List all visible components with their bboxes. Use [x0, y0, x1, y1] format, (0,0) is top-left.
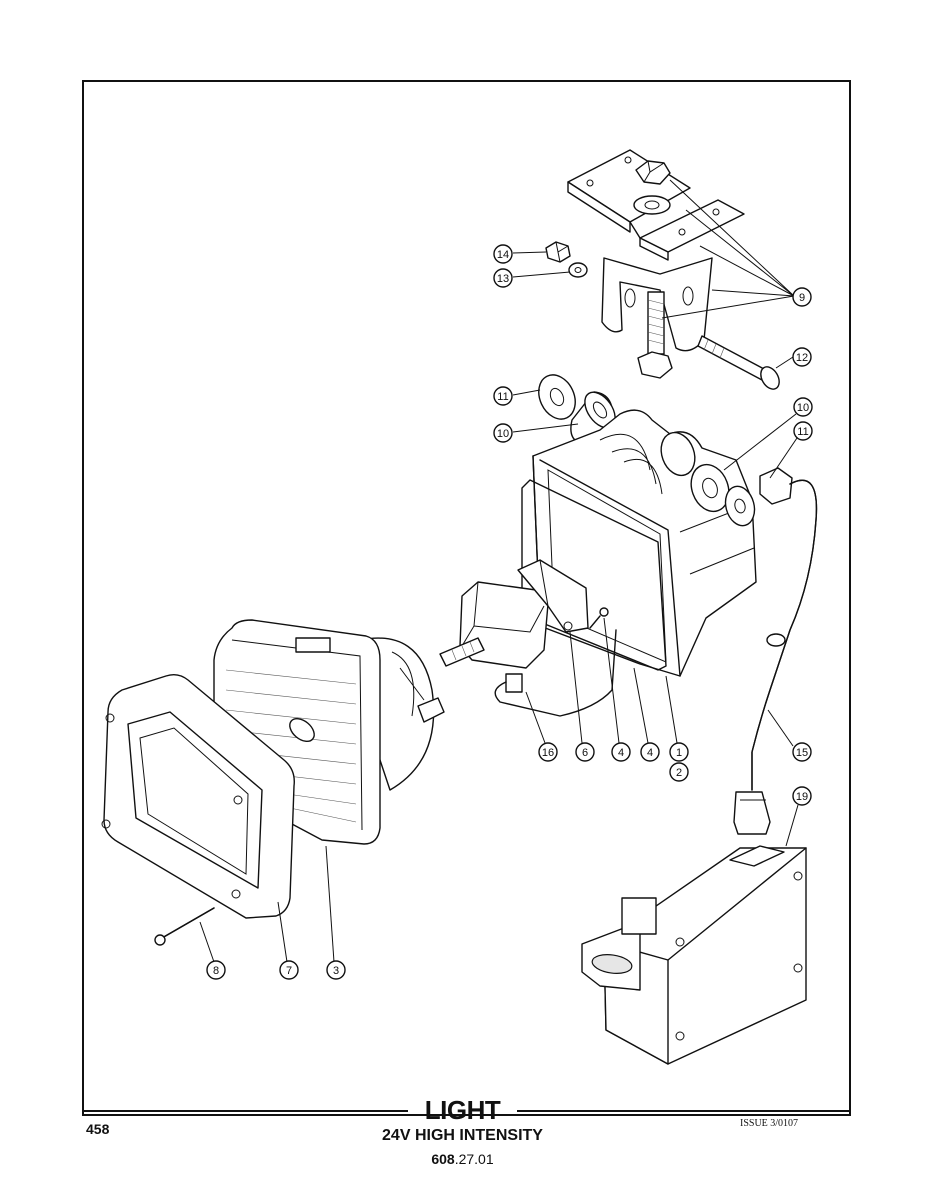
callout-9: 9: [792, 287, 812, 307]
diagram-frame: [82, 80, 851, 1116]
washer-left: [538, 374, 576, 420]
cable-gland: [733, 467, 818, 835]
lamp-rim: [101, 673, 295, 919]
callout-8: 8: [206, 960, 226, 980]
bush-right: [690, 463, 730, 513]
callout-13: 13: [493, 268, 513, 288]
svg-text:9: 9: [799, 292, 805, 304]
page-title: LIGHT: [424, 1095, 501, 1125]
lamp-housing: [532, 409, 757, 677]
svg-text:7: 7: [286, 965, 292, 977]
svg-text:4: 4: [618, 747, 624, 759]
part-number: 608.27.01: [400, 1151, 525, 1167]
svg-text:12: 12: [796, 352, 808, 364]
part-number-prefix: 608: [431, 1151, 455, 1167]
svg-text:2: 2: [676, 767, 682, 779]
page-number: 458: [86, 1121, 110, 1137]
callout-16: 16: [538, 742, 558, 762]
title-rule-right: [517, 1110, 851, 1112]
svg-text:14: 14: [497, 249, 509, 261]
callout-10-left: 10: [493, 423, 513, 443]
svg-text:4: 4: [647, 747, 653, 759]
page-subtitle: 24V HIGH INTENSITY: [382, 1127, 543, 1144]
callout-7: 7: [279, 960, 299, 980]
mounting-bracket: [567, 149, 745, 379]
svg-text:3: 3: [333, 965, 339, 977]
svg-text:11: 11: [797, 426, 808, 438]
svg-text:8: 8: [213, 965, 219, 977]
callout-15: 15: [792, 742, 812, 762]
svg-text:13: 13: [497, 273, 509, 285]
svg-text:6: 6: [582, 747, 588, 759]
svg-text:19: 19: [796, 791, 808, 803]
callouts: 14 13 9 12 11 10 10 11 16 6 4 4 1 2 15 1…: [206, 244, 813, 980]
screw: [589, 607, 609, 629]
part-number-suffix: .27.01: [454, 1151, 494, 1167]
bulb-bracket: [517, 559, 589, 633]
nut: [545, 241, 571, 263]
bulb: [439, 637, 485, 667]
rim-screw: [154, 907, 215, 946]
callout-3: 3: [326, 960, 346, 980]
callout-11-right: 11: [793, 421, 813, 441]
svg-text:1: 1: [676, 747, 682, 759]
callout-11-left: 11: [493, 386, 513, 406]
callout-14: 14: [493, 244, 513, 264]
leader-lines: [199, 179, 799, 963]
washer-right: [724, 485, 756, 527]
svg-text:15: 15: [796, 747, 808, 759]
control-unit: [581, 845, 807, 1065]
callout-1: 1: [669, 742, 689, 762]
callout-4-b: 4: [640, 742, 660, 762]
long-bolt: [697, 335, 780, 390]
svg-text:10: 10: [497, 428, 509, 440]
callout-6: 6: [575, 742, 595, 762]
title-rule-left: [82, 1110, 408, 1112]
callout-2: 2: [669, 762, 689, 782]
svg-text:11: 11: [497, 391, 508, 403]
issue-label: ISSUE 3/0107: [740, 1118, 799, 1129]
svg-text:16: 16: [542, 747, 554, 759]
callout-4-a: 4: [611, 742, 631, 762]
callout-10-right: 10: [793, 397, 813, 417]
callout-12: 12: [792, 347, 812, 367]
washer: [568, 262, 588, 278]
svg-text:10: 10: [797, 402, 809, 414]
callout-19: 19: [792, 786, 812, 806]
